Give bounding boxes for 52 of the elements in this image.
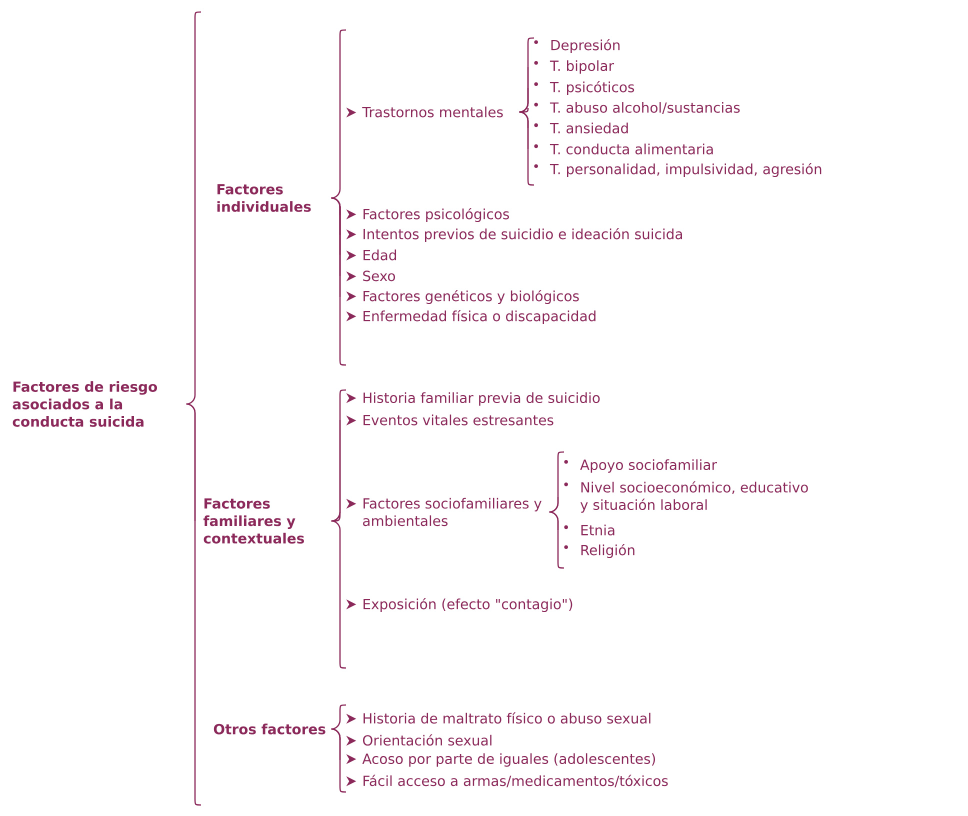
node-label: T. bipolar — [550, 60, 614, 74]
group-label: Factores de riesgo asociados a la conducta suicida — [12, 381, 158, 427]
list-item: T. ansiedad — [534, 122, 628, 134]
list-item: Depresión — [534, 38, 620, 54]
node-label: Depresión — [551, 38, 620, 54]
list-item: Edad — [346, 250, 396, 260]
list-item: Enfermedad física o discapacidad — [346, 310, 596, 324]
list-item: Factores genéticos y biológicos — [346, 290, 579, 304]
brace — [331, 512, 341, 522]
list-item: Factores sociofamiliares y ambientales — [346, 498, 542, 526]
list-item: T. personalidad, impulsividad, agresión — [534, 162, 822, 178]
node-label: T. ansiedad — [550, 122, 628, 134]
list-item: Eventos vitales estresantes — [346, 414, 554, 426]
list-item: Fácil acceso a armas/medicamentos/tóxicos — [346, 774, 668, 788]
list-item: Nivel socioeconómico, educativo y situación laboral — [564, 481, 808, 513]
brace — [331, 718, 341, 730]
brace — [331, 112, 341, 199]
brace — [519, 88, 529, 113]
list-item: Apoyo sociofamiliar — [564, 459, 717, 473]
list-item: Religión — [564, 544, 634, 558]
brace — [331, 728, 341, 781]
list-item: Historia familiar previa de suicidio — [346, 392, 600, 406]
brace — [519, 111, 529, 170]
group-label: Otros factores — [214, 724, 326, 734]
brace — [186, 198, 196, 405]
brace — [331, 420, 341, 522]
brace — [549, 497, 559, 513]
list-item: Factores psicológicos — [346, 208, 510, 222]
brace — [331, 520, 341, 605]
group-label: Factores familiares y contextuales — [203, 498, 304, 544]
brace — [186, 403, 196, 729]
list-item: T. conducta alimentaria — [534, 144, 713, 154]
list-item: Historia de maltrato físico o abuso sexual — [346, 712, 650, 724]
node-label: Religión — [581, 544, 634, 558]
list-item: Trastornos mentales — [346, 106, 503, 118]
list-item: Intentos previos de suicidio e ideación suicida — [346, 228, 682, 242]
group-label: Factores individuales — [217, 184, 311, 212]
list-item: Exposición (efecto "contagio") — [346, 598, 572, 612]
node-label: Etnia — [581, 524, 614, 536]
brace — [549, 511, 559, 551]
list-item: Sexo — [346, 270, 395, 282]
list-item: Orientación sexual — [346, 734, 492, 746]
node-label: Edad — [364, 250, 396, 260]
list-item: T. psicóticos — [534, 80, 634, 96]
list-item: T. abuso alcohol/sustancias — [534, 102, 740, 114]
list-item: Acoso por parte de iguales (adolescentes) — [346, 753, 656, 767]
node-label: T. psicóticos — [550, 80, 634, 96]
brace — [331, 197, 341, 317]
list-item: T. bipolar — [534, 60, 614, 74]
node-label: Sexo — [363, 270, 396, 282]
list-item: Etnia — [564, 524, 614, 536]
brace — [519, 108, 529, 113]
